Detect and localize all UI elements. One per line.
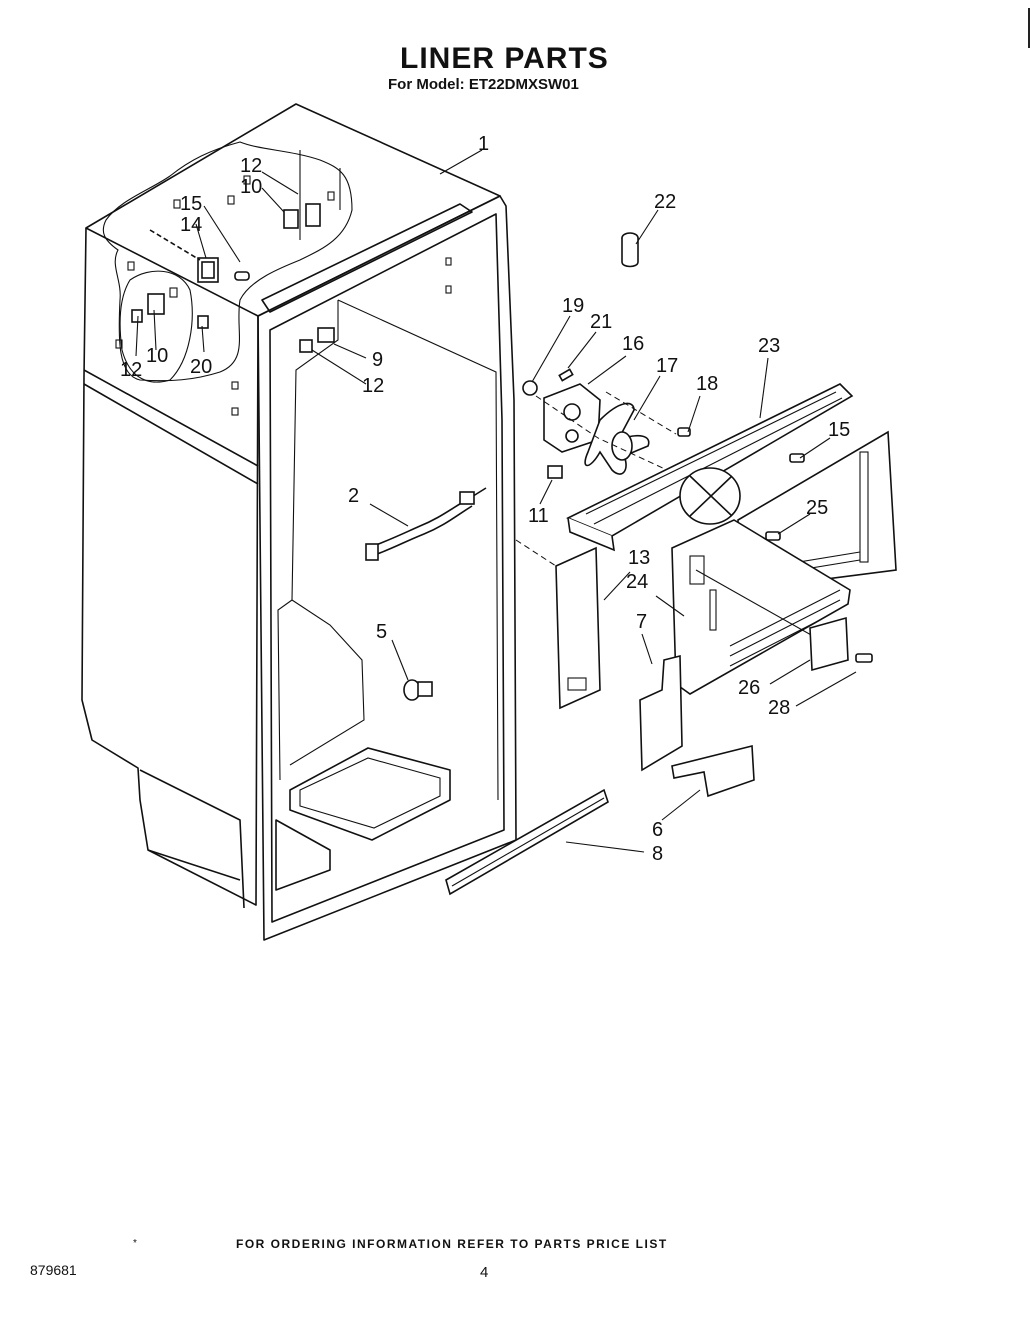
callout-1: 1 [478, 133, 489, 155]
cabinet-liner [81, 103, 517, 941]
callout-13: 13 [628, 547, 650, 569]
callout-10: 10 [240, 176, 262, 198]
ordering-note: FOR ORDERING INFORMATION REFER TO PARTS … [236, 1237, 668, 1251]
cap-part [621, 232, 639, 268]
bracket-6 [671, 744, 755, 798]
callout-20: 20 [190, 356, 212, 378]
edge-mark [1028, 8, 1030, 48]
callout-9: 9 [372, 349, 383, 371]
callout-25: 25 [806, 497, 828, 519]
upper-hardware [131, 203, 335, 353]
callout-28: 28 [768, 697, 790, 719]
page-title: LINER PARTS [400, 42, 609, 75]
evaporator-cover [566, 383, 854, 552]
callout-15: 15 [828, 419, 850, 441]
callout-18: 18 [696, 373, 718, 395]
page-number: 4 [480, 1264, 489, 1281]
callout-24: 24 [626, 571, 648, 593]
thermostat-part [403, 679, 433, 701]
callout-labels: 1 22 12 10 15 14 12 10 20 9 12 19 21 16 … [120, 133, 850, 865]
small-plate-and-screw [809, 616, 873, 672]
callout-21: 21 [590, 311, 612, 333]
callout-22: 22 [654, 191, 676, 213]
callout-14: 14 [180, 214, 202, 236]
baffle-13 [515, 539, 601, 710]
callout-6: 6 [652, 819, 663, 841]
callout-12: 12 [240, 155, 262, 177]
callout-7: 7 [636, 611, 647, 633]
star-mark: * [133, 1238, 137, 1249]
callout-23: 23 [758, 335, 780, 357]
model-subtitle: For Model: ET22DMXSW01 [388, 76, 579, 93]
callout-10: 10 [146, 345, 168, 367]
callout-12: 12 [120, 359, 142, 381]
trim-strip-8 [445, 788, 609, 896]
callout-11: 11 [528, 505, 549, 527]
fan-motor-assembly [522, 368, 691, 479]
leader-lines [135, 149, 857, 853]
wire-harness [365, 487, 487, 561]
callout-26: 26 [738, 677, 760, 699]
callout-16: 16 [622, 333, 644, 355]
callout-8: 8 [652, 843, 663, 865]
callout-5: 5 [376, 621, 387, 643]
callout-19: 19 [562, 295, 584, 317]
cover-7 [639, 654, 683, 772]
callout-15: 15 [180, 193, 202, 215]
document-number: 879681 [30, 1262, 77, 1278]
callout-12: 12 [362, 375, 384, 397]
callout-2: 2 [348, 485, 359, 507]
callout-17: 17 [656, 355, 678, 377]
